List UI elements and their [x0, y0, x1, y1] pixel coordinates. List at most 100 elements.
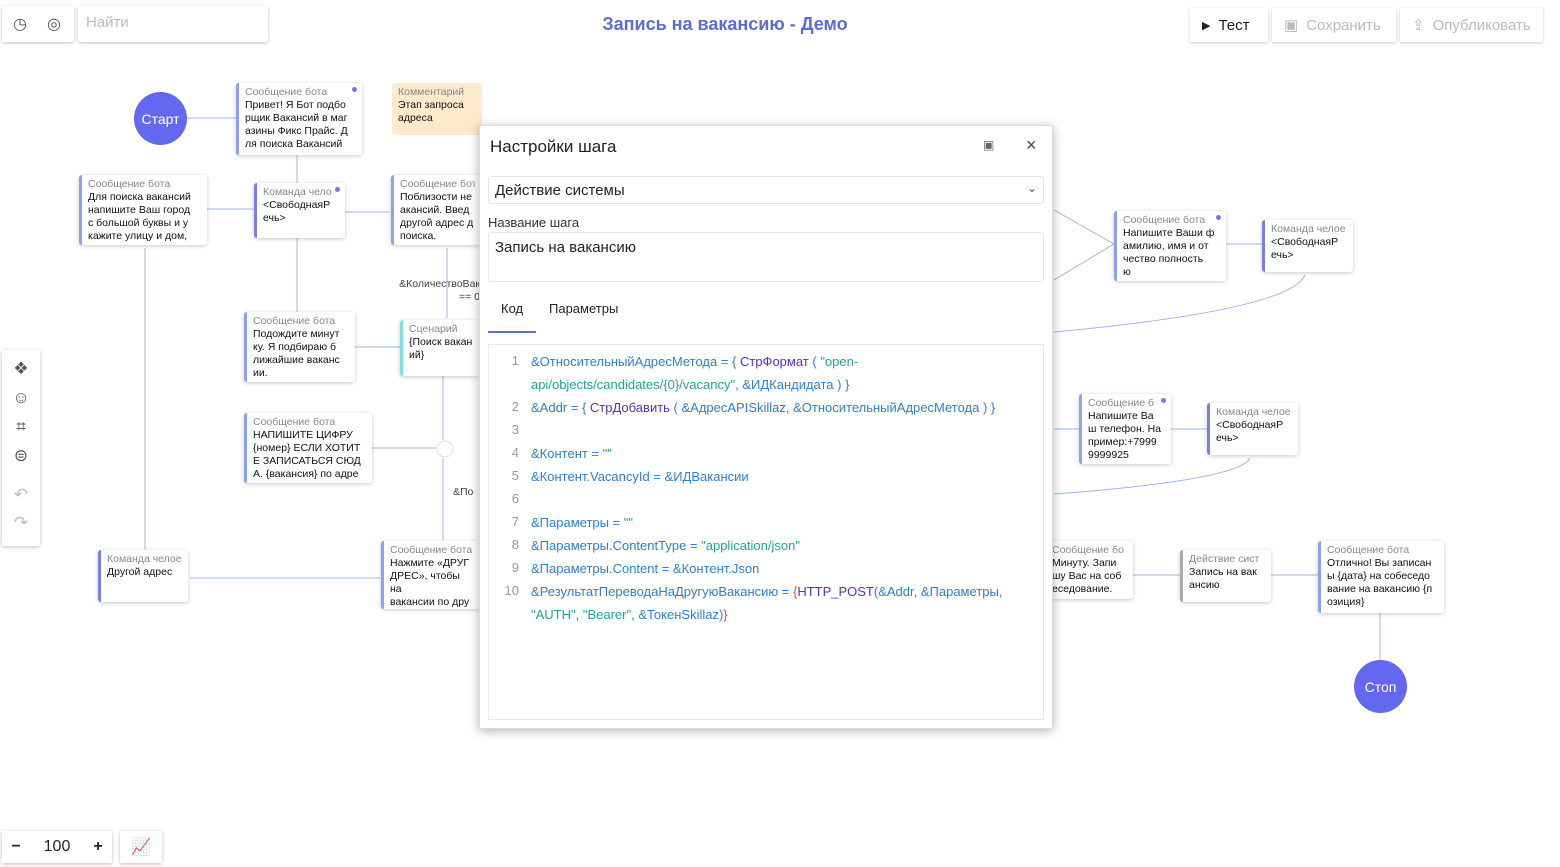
node-text: Привет! Я Бот подбо рщик Вакансий в маг … — [245, 99, 348, 150]
node-type: Сообщение бота — [245, 86, 328, 98]
node-text: Напишите Ваши ф амилию, имя и от чество … — [1123, 227, 1215, 278]
undo-icon[interactable]: ↶ — [13, 485, 29, 504]
code-line: &Контент.VacancyId = &ИДВакансии — [531, 469, 749, 484]
status-dot — [1161, 398, 1166, 403]
node-text: Запись на вак ансию — [1189, 566, 1257, 591]
code-line: &ОтносительныйАдресМетода = { СтрФормат … — [531, 354, 859, 392]
dialog-title: Настройки шага — [490, 137, 617, 156]
code-line: &Параметры.ContentType = "application/js… — [531, 538, 800, 553]
scan-icon[interactable]: ⌗ — [16, 417, 26, 436]
close-icon[interactable]: × — [1026, 135, 1037, 155]
redo-icon[interactable]: ↷ — [13, 513, 29, 532]
scenario-node[interactable]: Сценарий{Поиск вакан ий} — [400, 320, 480, 376]
node-text: Другой адрес — [107, 566, 173, 578]
step-name-label: Название шага — [488, 215, 580, 230]
user-command-node[interactable]: Команда челое<СвободнаяР ечь> — [1262, 220, 1353, 272]
zoom-level: 100 — [43, 838, 71, 855]
tab-code[interactable]: Код — [501, 301, 524, 316]
publish-label: Опубликовать — [1432, 16, 1531, 34]
user-command-node[interactable]: Команда чело<СвободнаяР ечь> — [254, 183, 345, 238]
node-type: Комментарий — [398, 86, 465, 98]
search-input[interactable]: Найти — [78, 6, 268, 42]
node-text: {Поиск вакан ий} — [409, 336, 473, 361]
status-dot — [352, 87, 357, 92]
node-text: Напишите Ва ш телефон. На пример:+7999 9… — [1088, 410, 1162, 461]
code-line: &Контент = "" — [531, 446, 612, 461]
code-line: &РезультатПереводаНаДругуюВакансию = {HT… — [531, 584, 1003, 622]
status-dot — [1216, 215, 1221, 220]
save-label: Сохранить — [1306, 16, 1381, 34]
step-settings-dialog: Настройки шага ▣ × Действие системы ⌄ Наз… — [479, 125, 1053, 729]
node-text: Этап запроса адреса — [398, 99, 464, 124]
code-editor[interactable]: 1 &ОтносительныйАдресМетода = { СтрФорма… — [488, 344, 1044, 720]
status-dot — [335, 187, 340, 192]
history-icon[interactable]: ◷ — [13, 16, 27, 33]
line-number: 4 — [511, 445, 519, 460]
tab-parameters[interactable]: Параметры — [549, 301, 619, 316]
code-line: &Параметры = "" — [531, 515, 634, 530]
line-number: 5 — [511, 468, 519, 483]
code-line: &Addr = { СтрДобавить ( &АдресAPISkillaz… — [531, 400, 996, 415]
chevron-down-icon: ⌄ — [1026, 181, 1037, 195]
diamond-grid-icon[interactable]: ❖ — [13, 359, 29, 378]
top-tools: ◷ ◎ — [2, 6, 74, 42]
node-palette: ❖ ☺ ⌗ ⊜ ↶ ↷ — [2, 350, 40, 546]
condition-label: &По — [453, 486, 474, 498]
node-type: Сообщение бота — [253, 315, 336, 327]
node-text: Нажмите «ДРУГ ДРЕС», чтобы на вакансии п… — [390, 557, 470, 608]
node-type: Сообщение бота — [253, 416, 336, 428]
step-name-input[interactable]: Запись на вакансию — [488, 232, 1044, 282]
start-node[interactable]: Старт — [134, 92, 187, 145]
line-number: 9 — [511, 560, 519, 575]
condition-label: &КоличествоВак == 0 — [399, 278, 480, 303]
node-text: <СвободнаяР ечь> — [1216, 419, 1284, 444]
analytics-button[interactable]: 📈 — [120, 831, 162, 863]
line-number: 3 — [511, 422, 519, 437]
action-type-value: Действие системы — [495, 182, 625, 199]
node-type: Сообщение бота — [1123, 214, 1206, 226]
node-type: Команда челое — [1216, 406, 1291, 418]
comment-icon[interactable]: ⊜ — [13, 446, 29, 465]
upload-icon: ⇪ — [1412, 17, 1425, 34]
publish-button[interactable]: ⇪ Опубликовать — [1400, 8, 1543, 42]
node-text: <СвободнаяР ечь> — [1271, 236, 1339, 261]
test-button[interactable]: ▶ Тест — [1190, 8, 1268, 42]
save-icon: ▣ — [1284, 17, 1299, 34]
line-number: 8 — [511, 537, 519, 552]
line-number: 1 — [511, 353, 519, 368]
stop-node[interactable]: Стоп — [1354, 660, 1407, 713]
line-number: 2 — [511, 399, 519, 414]
play-icon: ▶ — [1202, 19, 1211, 32]
node-text: НАПИШИТЕ ЦИФРУ {номер} ЕСЛИ ХОТИТ Е ЗАПИ… — [253, 429, 361, 480]
user-command-node[interactable]: Команда челое<СвободнаяР ечь> — [1207, 403, 1298, 455]
save-button[interactable]: ▣ Сохранить — [1272, 8, 1396, 42]
bot-message-icon[interactable]: ☺ — [12, 388, 30, 407]
line-number: 6 — [511, 491, 519, 506]
zoom-in-icon[interactable]: + — [93, 838, 103, 855]
node-type: Действие сист — [1189, 553, 1260, 565]
page-title: Запись на вакансию - Демо — [602, 14, 848, 34]
node-text: Минуту. Запи шу Вас на соб еседование. — [1052, 557, 1122, 595]
settings-icon[interactable]: ◎ — [47, 16, 61, 33]
active-tab-indicator — [488, 331, 536, 333]
chart-icon: 📈 — [131, 839, 151, 856]
save-icon[interactable]: ▣ — [983, 138, 995, 152]
node-text: Для поиска вакансий напишите Ваш город с… — [88, 191, 191, 242]
test-label: Тест — [1218, 16, 1250, 34]
node-type: Сообщение б — [1088, 397, 1155, 409]
zoom-out-icon[interactable]: − — [11, 838, 21, 855]
action-type-select[interactable]: Действие системы ⌄ — [488, 176, 1044, 204]
